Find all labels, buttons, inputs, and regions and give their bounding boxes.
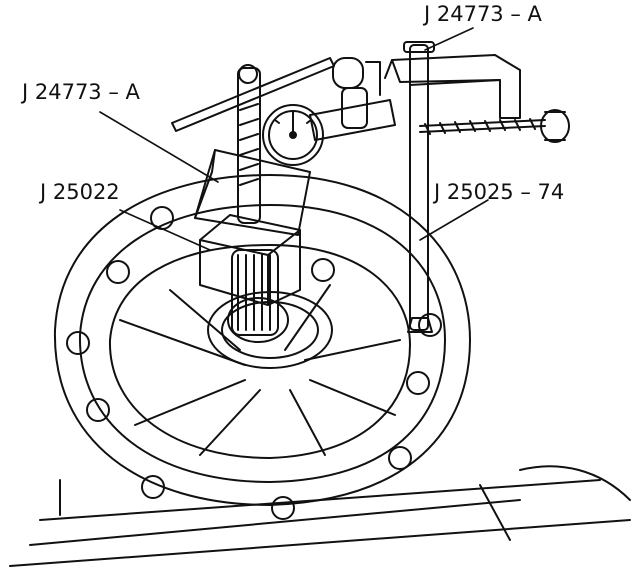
t-handle-screw xyxy=(171,57,335,224)
carrier-spokes xyxy=(119,284,401,456)
c-clamp xyxy=(384,54,570,143)
adapter-j25022 xyxy=(199,214,301,306)
housing xyxy=(53,174,471,520)
bench-support xyxy=(9,465,631,567)
callout-j24773-left: J 24773 – A xyxy=(22,80,140,104)
splined-shaft xyxy=(231,249,279,336)
dial-gauge xyxy=(262,104,324,166)
callout-j25022: J 25022 xyxy=(40,180,120,204)
base-plate-j24773 xyxy=(194,149,311,236)
clamp-arm xyxy=(309,57,396,141)
callout-j24773-top: J 24773 – A xyxy=(424,2,542,26)
rod-j25025 xyxy=(403,41,435,333)
callout-j25025: J 25025 – 74 xyxy=(434,180,565,204)
leader-lines xyxy=(99,27,489,251)
